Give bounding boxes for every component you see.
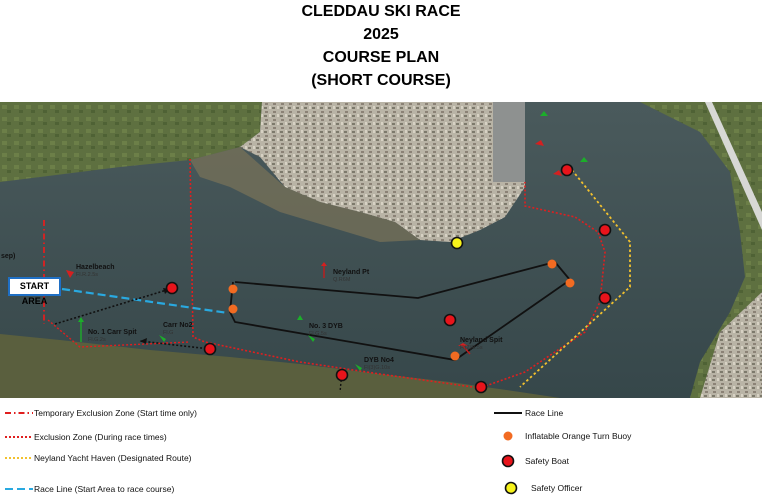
start-race-line xyxy=(61,287,229,315)
legend-turn-buoy: Inflatable Orange Turn Buoy xyxy=(491,430,631,442)
legend-race-line-start-label: Race Line (Start Area to race course) xyxy=(34,484,175,494)
red-port-marker-icon xyxy=(321,262,327,278)
nw-fields xyxy=(0,102,262,182)
label-carr-no2: Carr No2 xyxy=(163,322,193,329)
title-block: CLEDDAU SKI RACE 2025 COURSE PLAN (SHORT… xyxy=(0,0,762,92)
legend-race-line-start: Race Line (Start Area to race course) xyxy=(4,483,174,495)
red-port-marker-icon xyxy=(535,140,544,146)
start-area-box[interactable]: START AREA xyxy=(8,277,61,306)
title-line-2: 2025 xyxy=(363,26,399,43)
label-no3-dyb-sub: Fl.G.5s xyxy=(309,331,327,337)
green-starboard-marker-icon xyxy=(78,317,84,342)
label-neyland-pt-sub: Q.R6M xyxy=(333,277,351,283)
label-dyb-no4-sub: Fl(3)G.10s xyxy=(364,365,390,371)
label-no1-carr-spit-sub: Fl.G.2s xyxy=(88,337,106,343)
title-line-3: COURSE PLAN xyxy=(322,49,440,66)
safety-boat[interactable] xyxy=(203,342,217,356)
label-left-edge: sep) xyxy=(1,253,15,260)
turn-buoy-icon xyxy=(503,431,513,441)
legend-temp-exclusion-label: Temporary Exclusion Zone (Start time onl… xyxy=(34,408,197,418)
legend-safety-boat: Safety Boat xyxy=(491,454,569,468)
legend-turn-buoy-label: Inflatable Orange Turn Buoy xyxy=(525,431,632,441)
title-line-4: (SHORT COURSE) xyxy=(311,72,451,89)
label-dyb-no4: DYB No4 xyxy=(364,357,394,364)
safety-boat[interactable] xyxy=(560,163,574,177)
label-no3-dyb: No. 3 DYB xyxy=(309,323,343,330)
green-starboard-marker-icon xyxy=(297,315,315,342)
safety-officer-icon xyxy=(504,481,518,495)
turn-buoy[interactable] xyxy=(547,259,557,269)
safety-boat[interactable] xyxy=(474,380,488,394)
red-port-marker-icon xyxy=(66,270,74,278)
legend-race-line: Race Line xyxy=(491,407,563,419)
legend-yacht-haven-label: Neyland Yacht Haven (Designated Route) xyxy=(34,453,192,463)
green-starboard-marker-icon xyxy=(159,335,166,342)
green-starboard-marker-icon xyxy=(540,111,548,116)
legend-exclusion-label: Exclusion Zone (During race times) xyxy=(34,432,167,442)
mudflats xyxy=(190,147,420,242)
map-canvas: sep) Hazelbeach Fl.R.2.5s Neyland Pt Q.R… xyxy=(0,102,762,398)
label-hazelbeach-sub: Fl.R.2.5s xyxy=(76,272,98,278)
east-bank-buildings xyxy=(700,292,762,398)
label-neyland-pt: Neyland Pt xyxy=(333,269,370,276)
exclusion-zone-west xyxy=(47,319,191,348)
turn-buoy[interactable] xyxy=(450,351,460,361)
legend-safety-officer: Safety Officer xyxy=(491,481,583,495)
start-arrow-line xyxy=(54,288,171,325)
safety-arrow-line xyxy=(339,371,343,393)
label-neyland-spit-sub: Fl(2)R.5s xyxy=(460,345,483,351)
label-hazelbeach: Hazelbeach xyxy=(76,264,115,271)
south-bank xyxy=(0,334,560,398)
label-no1-carr-spit: No. 1 Carr Spit xyxy=(88,329,137,336)
cleddau-bridge xyxy=(705,102,762,230)
legend-safety-boat-label: Safety Boat xyxy=(525,456,569,466)
exclusion-zone-line xyxy=(189,158,606,389)
legend-temp-exclusion: Temporary Exclusion Zone (Start time onl… xyxy=(4,407,197,419)
green-starboard-marker-icon xyxy=(355,364,362,371)
legend-yacht-haven: Neyland Yacht Haven (Designated Route) xyxy=(4,452,192,464)
turn-buoy[interactable] xyxy=(565,278,575,288)
legend-race-line-label: Race Line xyxy=(525,408,564,418)
safety-boat[interactable] xyxy=(165,281,179,295)
title-line-1: CLEDDAU SKI RACE xyxy=(301,3,461,20)
neyland-town xyxy=(240,102,525,242)
red-port-marker-icon xyxy=(458,343,471,355)
legend-safety-officer-label: Safety Officer xyxy=(531,483,583,493)
turn-buoy[interactable] xyxy=(228,304,238,314)
yacht-haven-route xyxy=(519,169,631,388)
return-arrow-head xyxy=(140,338,147,344)
course-map[interactable]: sep) Hazelbeach Fl.R.2.5s Neyland Pt Q.R… xyxy=(0,102,762,398)
race-line xyxy=(229,260,572,361)
safety-boat[interactable] xyxy=(598,291,612,305)
marina xyxy=(493,102,525,182)
safety-boat[interactable] xyxy=(443,313,457,327)
legend: Temporary Exclusion Zone (Start time onl… xyxy=(0,398,762,499)
turn-buoy[interactable] xyxy=(228,284,238,294)
red-port-marker-icon xyxy=(553,170,562,176)
label-neyland-spit: Neyland Spit xyxy=(460,337,503,344)
legend-exclusion: Exclusion Zone (During race times) xyxy=(4,431,167,443)
safety-boat[interactable] xyxy=(335,368,349,382)
safety-boat-icon xyxy=(501,454,515,468)
safety-boat[interactable] xyxy=(598,223,612,237)
green-starboard-marker-icon xyxy=(580,157,588,162)
safety-officer[interactable] xyxy=(450,236,464,250)
label-carr-no2-sub: Fl.G xyxy=(163,330,173,336)
